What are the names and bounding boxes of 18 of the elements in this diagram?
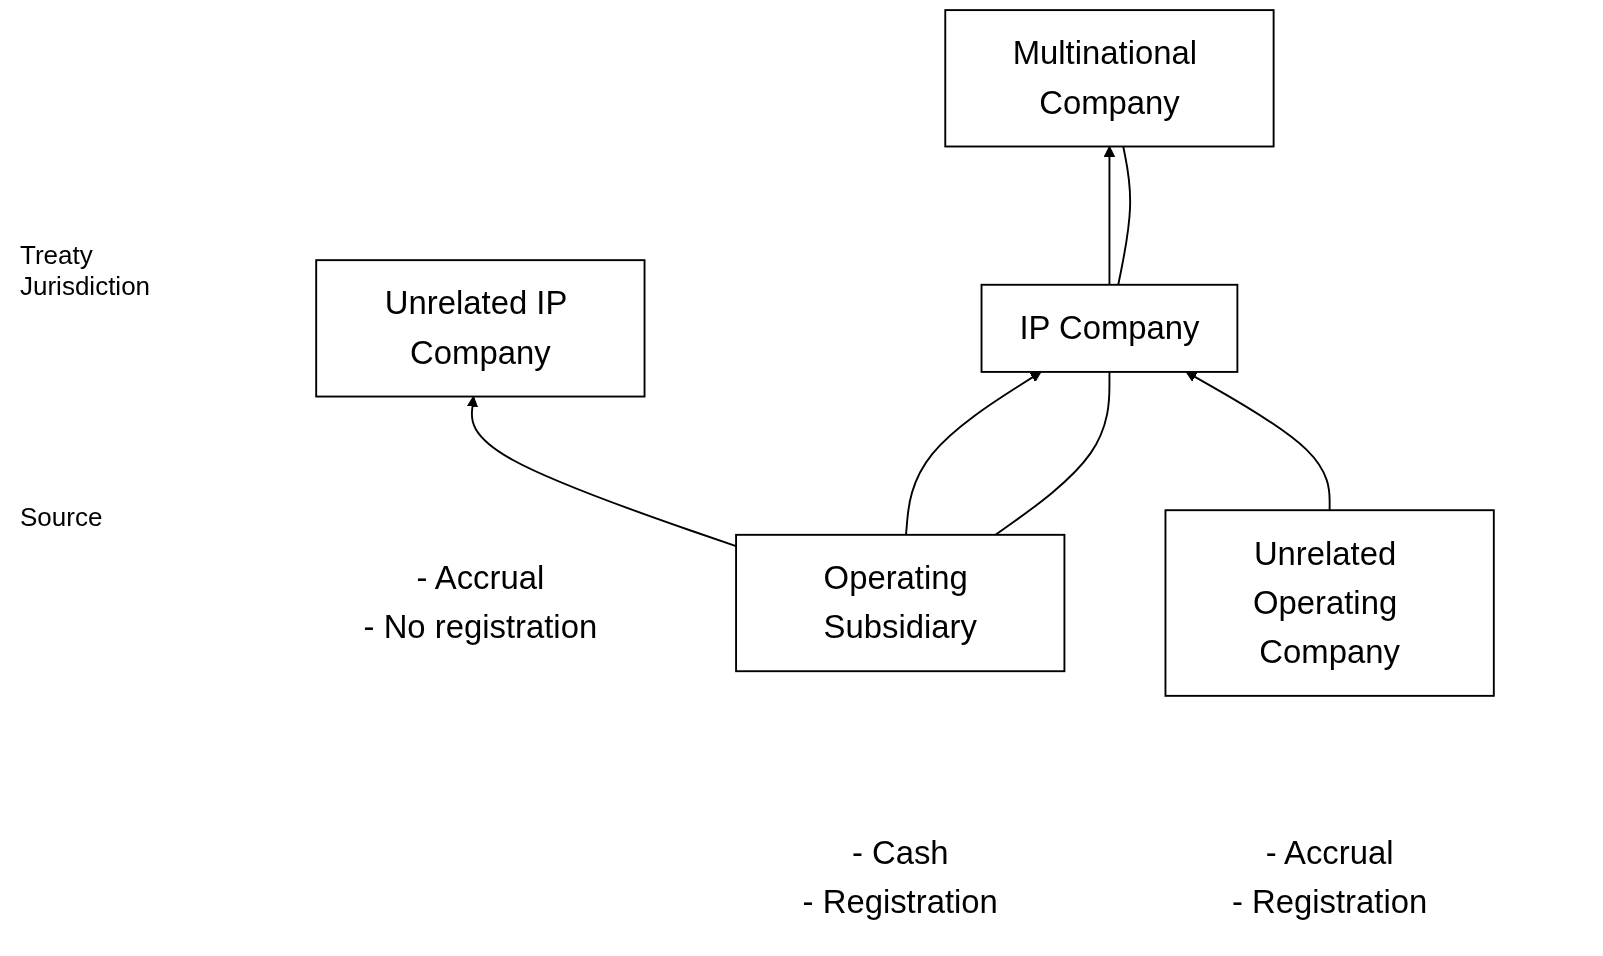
node-label: - Accrual [1265, 833, 1394, 872]
connector [994, 370, 1111, 536]
node-box: Operating Subsidiary [735, 533, 1066, 673]
zone-label: Treaty Jurisdiction [20, 240, 152, 302]
connector [1117, 145, 1132, 286]
node-box: Unrelated Operating Company [1164, 509, 1495, 697]
node-label: - Registration [802, 882, 998, 921]
node-box: Unrelated IP Company [315, 259, 646, 398]
arrow [905, 371, 1042, 536]
node-box: IP Company [980, 283, 1239, 373]
node-box: Multinational Company [944, 9, 1275, 148]
arrow [1185, 371, 1331, 512]
zone-label: Source [20, 502, 104, 533]
arrow [1103, 146, 1115, 286]
node-label: - Cash [851, 833, 949, 872]
node-label: - No registration [363, 608, 598, 646]
node-label: - Accrual [416, 558, 545, 597]
node-label: - Registration [1232, 882, 1428, 921]
